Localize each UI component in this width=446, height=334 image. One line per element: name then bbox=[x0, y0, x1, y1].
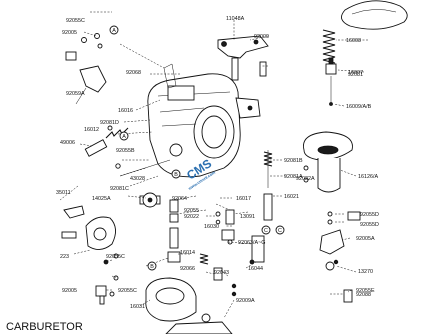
part-label: 16007 bbox=[348, 70, 363, 76]
part-label: 16012 bbox=[84, 127, 99, 133]
part-label: 92055C bbox=[118, 288, 137, 294]
part-label: 92064 bbox=[172, 196, 187, 202]
part-label: 49006 bbox=[60, 140, 75, 146]
callout-circle: A bbox=[109, 25, 119, 35]
diaphragm-valve bbox=[303, 131, 353, 193]
part-label: 14025A bbox=[92, 196, 111, 202]
part-label: 92055B bbox=[116, 148, 135, 154]
part-label: 16031 bbox=[130, 304, 145, 310]
page-title: CARBURETOR bbox=[6, 321, 83, 333]
part-label: 16008 bbox=[346, 38, 361, 44]
diaphragm-cover bbox=[341, 0, 408, 30]
callout-letter: A bbox=[122, 134, 126, 140]
callout-letter: A bbox=[112, 28, 116, 34]
float-bowl bbox=[145, 277, 233, 334]
part-label: 92081 bbox=[348, 72, 363, 78]
part-label: 16021 bbox=[284, 194, 299, 200]
main-jet-stack bbox=[167, 199, 265, 281]
part-label: 223 bbox=[60, 254, 69, 260]
part-label: 92068 bbox=[126, 70, 141, 76]
part-label: 16016 bbox=[118, 108, 133, 114]
leader-lines bbox=[59, 11, 368, 319]
callout-letter: B bbox=[150, 264, 154, 270]
part-label: 92055D bbox=[360, 212, 379, 218]
top-cover-bracket bbox=[217, 35, 269, 81]
part-label: 16009/A/B bbox=[346, 104, 372, 110]
fuel-hose bbox=[65, 37, 107, 93]
choke-plunger bbox=[139, 192, 161, 208]
needle-holder bbox=[325, 57, 337, 106]
small-parts bbox=[94, 33, 339, 297]
part-label: 16017 bbox=[236, 196, 251, 202]
part-label: 16044 bbox=[248, 266, 263, 272]
part-label: 13270 bbox=[358, 269, 373, 275]
part-label: 92009 bbox=[254, 34, 269, 40]
part-label: 92081A bbox=[284, 174, 303, 180]
callout-circle: A bbox=[119, 131, 129, 141]
part-label: 92005 bbox=[62, 288, 77, 294]
part-label: 92043 bbox=[214, 270, 229, 276]
part-labels: 92055C 92005 92059A 16016 16012 92081D 4… bbox=[56, 16, 379, 310]
part-label: 16014 bbox=[180, 250, 195, 256]
accelerator-pump bbox=[61, 205, 116, 265]
float-needle bbox=[319, 211, 361, 303]
part-label: 92055C bbox=[66, 18, 85, 24]
part-label: 43028 bbox=[130, 176, 145, 182]
callouts: A A B B C C bbox=[109, 25, 285, 271]
part-label: 92063/A~G bbox=[238, 240, 265, 246]
carburetor-body bbox=[147, 63, 241, 178]
callout-letter: C bbox=[278, 228, 282, 234]
part-label: 92088 bbox=[356, 292, 371, 298]
part-label: 92005A bbox=[356, 236, 375, 242]
callout-letter: C bbox=[264, 228, 268, 234]
part-label: 92022A bbox=[296, 176, 315, 182]
part-label: 92081B bbox=[284, 158, 303, 164]
part-label: 35011 bbox=[56, 190, 71, 196]
throttle-linkage bbox=[235, 97, 261, 119]
callout-circle: B bbox=[171, 169, 181, 179]
callout-circle: C bbox=[275, 225, 285, 235]
callout-letter: B bbox=[174, 172, 178, 178]
part-label: 92009A bbox=[236, 298, 255, 304]
part-label: 92081C bbox=[110, 186, 129, 192]
part-label: 11048A bbox=[226, 16, 245, 22]
part-label: 92066 bbox=[180, 266, 195, 272]
part-label: 92022 bbox=[184, 214, 199, 220]
part-label: 92059A bbox=[66, 91, 85, 97]
part-label: 92055C bbox=[106, 254, 125, 260]
part-label: 92081D bbox=[100, 120, 119, 126]
part-label: 16126/A bbox=[358, 174, 378, 180]
callout-circle: C bbox=[261, 225, 271, 235]
jet-needle bbox=[263, 150, 273, 221]
part-label: 92055 bbox=[184, 208, 199, 214]
part-label: 16030 bbox=[204, 224, 219, 230]
part-label: 92055E bbox=[356, 288, 375, 294]
part-label: 92055D bbox=[360, 222, 379, 228]
part-label: 92005 bbox=[62, 30, 77, 36]
part-label: 13091 bbox=[240, 214, 255, 220]
top-spring bbox=[322, 29, 336, 64]
drain-plug bbox=[95, 285, 107, 305]
callout-circle: B bbox=[147, 261, 157, 271]
